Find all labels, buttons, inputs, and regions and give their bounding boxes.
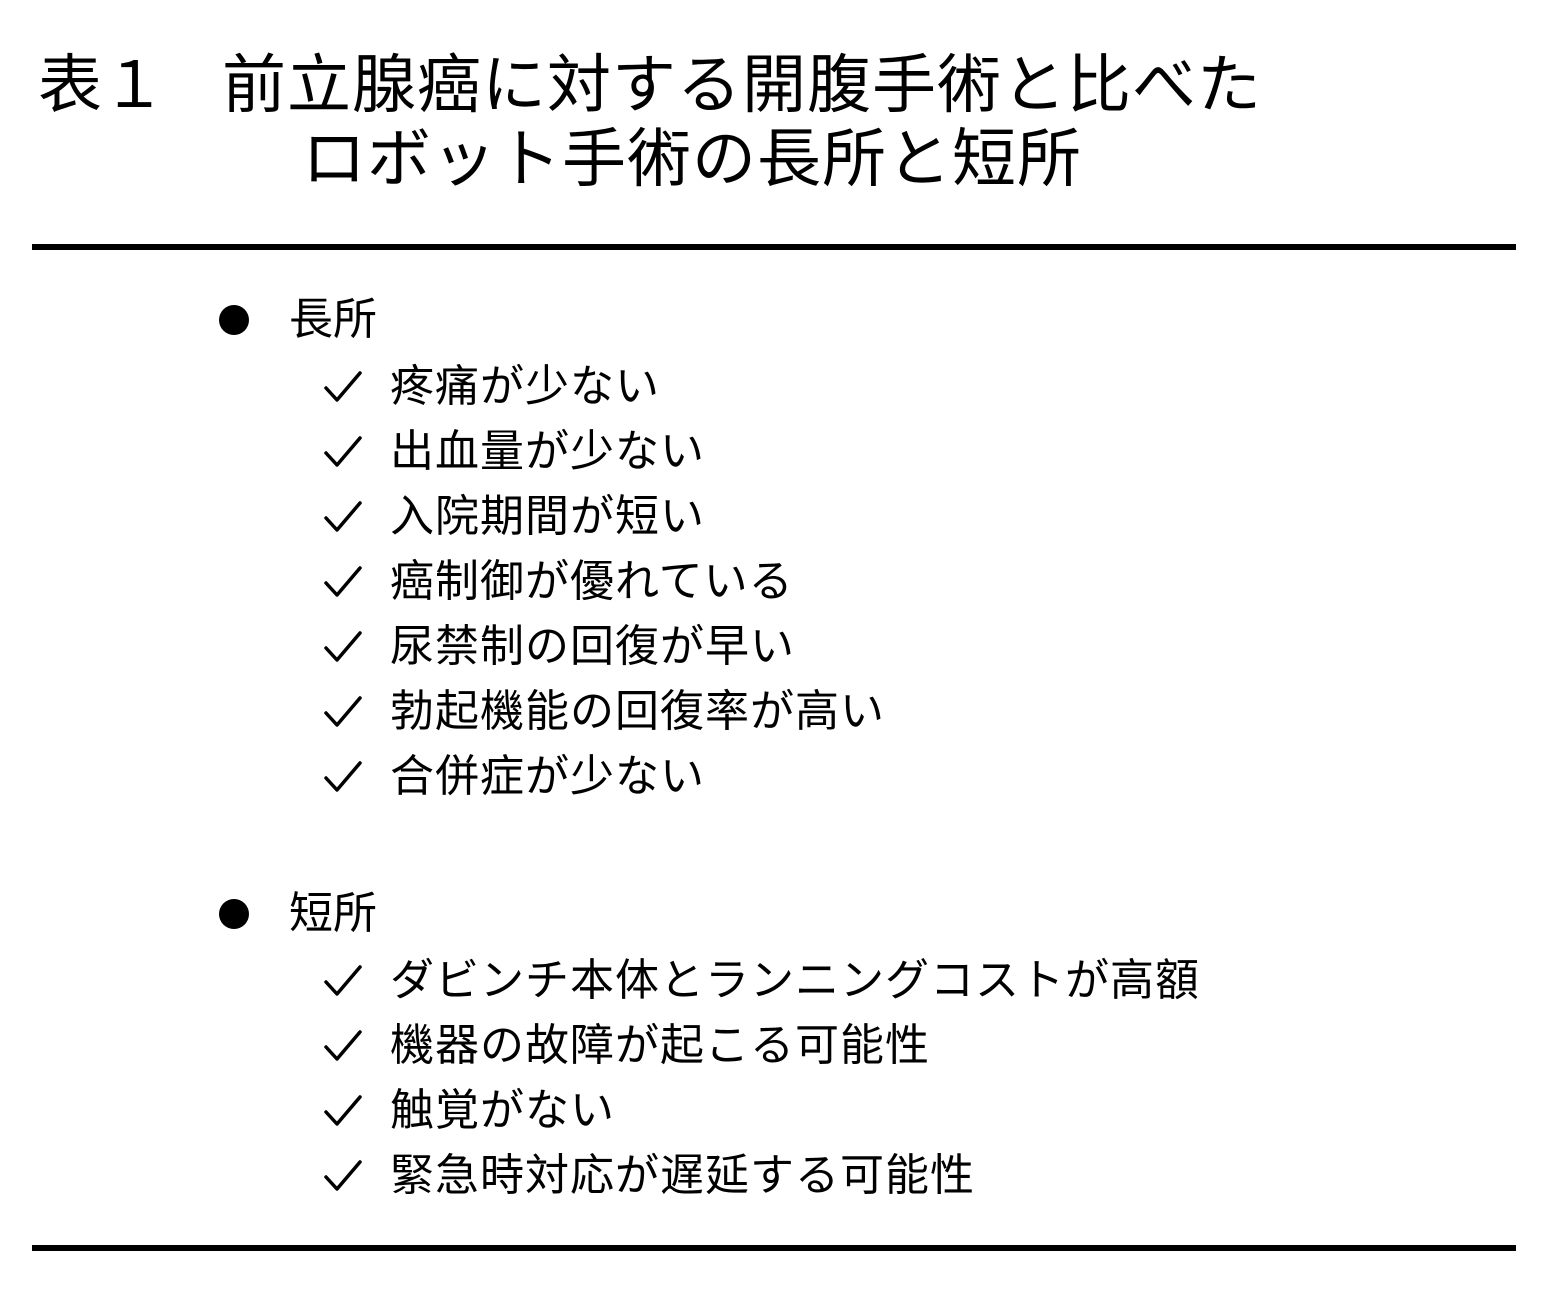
- list-item-text: 勃起機能の回復率が高い: [390, 685, 885, 737]
- check-mark-icon: [316, 1156, 370, 1196]
- list-item: 出血量が少ない: [214, 419, 885, 484]
- bullet-icon: [219, 899, 249, 929]
- list-item-text: 疼痛が少ない: [390, 360, 660, 412]
- check-mark-icon: [316, 961, 370, 1001]
- advantages-heading-row: 長所: [214, 286, 885, 354]
- disadvantages-list: ダビンチ本体とランニングコストが高額 機器の故障が起こる可能性 触覚がない 緊急…: [214, 948, 1200, 1208]
- bottom-divider: [32, 1245, 1516, 1251]
- list-item-text: 尿禁制の回復が早い: [390, 620, 795, 672]
- title-line-2: ロボット手術の長所と短所: [302, 123, 1082, 197]
- top-divider: [32, 244, 1516, 250]
- disadvantages-heading-row: 短所: [214, 880, 1200, 948]
- check-mark-icon: [316, 1091, 370, 1131]
- list-item: 疼痛が少ない: [214, 354, 885, 419]
- check-mark-icon: [316, 367, 370, 407]
- list-item-text: 入院期間が短い: [390, 490, 705, 542]
- list-item: 触覚がない: [214, 1078, 1200, 1143]
- list-item: ダビンチ本体とランニングコストが高額: [214, 948, 1200, 1013]
- list-item: 入院期間が短い: [214, 484, 885, 549]
- list-item: 勃起機能の回復率が高い: [214, 679, 885, 744]
- check-mark-icon: [316, 692, 370, 732]
- advantages-section: 長所 疼痛が少ない 出血量が少ない 入院期間が短い 癌制御が優れている 尿禁制の…: [214, 286, 885, 809]
- list-item: 合併症が少ない: [214, 744, 885, 809]
- check-mark-icon: [316, 497, 370, 537]
- table-number: 表１: [38, 49, 166, 123]
- list-item-text: ダビンチ本体とランニングコストが高額: [390, 954, 1200, 1006]
- check-mark-icon: [316, 562, 370, 602]
- check-mark-icon: [316, 432, 370, 472]
- list-item-text: 癌制御が優れている: [390, 555, 794, 607]
- advantages-heading: 長所: [289, 294, 377, 345]
- list-item: 癌制御が優れている: [214, 549, 885, 614]
- disadvantages-section: 短所 ダビンチ本体とランニングコストが高額 機器の故障が起こる可能性 触覚がない…: [214, 880, 1200, 1208]
- advantages-list: 疼痛が少ない 出血量が少ない 入院期間が短い 癌制御が優れている 尿禁制の回復が…: [214, 354, 885, 809]
- list-item-text: 機器の故障が起こる可能性: [390, 1019, 930, 1071]
- list-item: 機器の故障が起こる可能性: [214, 1013, 1200, 1078]
- list-item: 緊急時対応が遅延する可能性: [214, 1143, 1200, 1208]
- list-item-text: 緊急時対応が遅延する可能性: [390, 1149, 975, 1201]
- list-item-text: 合併症が少ない: [390, 750, 705, 802]
- check-mark-icon: [316, 1026, 370, 1066]
- list-item: 尿禁制の回復が早い: [214, 614, 885, 679]
- list-item-text: 触覚がない: [390, 1084, 615, 1136]
- check-mark-icon: [316, 627, 370, 667]
- check-mark-icon: [316, 757, 370, 797]
- list-item-text: 出血量が少ない: [390, 425, 705, 477]
- title-line-1: 前立腺癌に対する開腹手術と比べた: [222, 49, 1262, 123]
- disadvantages-heading: 短所: [289, 888, 377, 939]
- bullet-icon: [219, 305, 249, 335]
